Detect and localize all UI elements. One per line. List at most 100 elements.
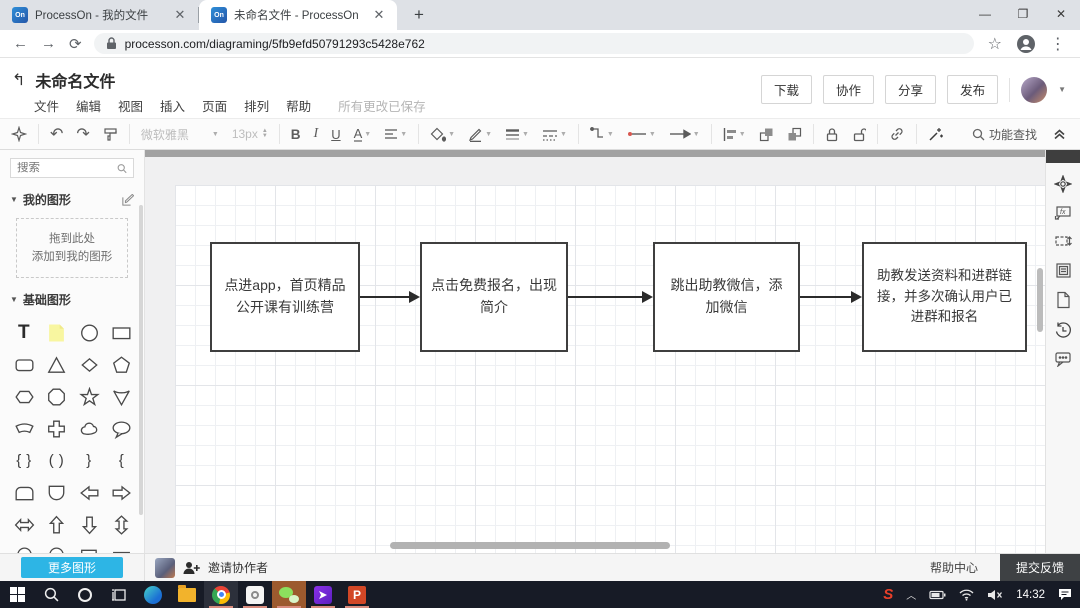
reload-icon[interactable]: ⟳: [69, 35, 82, 53]
shape-arrow-left[interactable]: [73, 477, 106, 508]
menu-view[interactable]: 视图: [118, 100, 144, 114]
connector-arrow-2[interactable]: [568, 291, 653, 303]
position-compass-icon[interactable]: [1054, 175, 1072, 193]
shape-cloud[interactable]: [73, 413, 106, 444]
close-button[interactable]: ✕: [1055, 7, 1067, 21]
publish-button[interactable]: 发布: [947, 75, 999, 104]
connector-arrow-1[interactable]: [360, 291, 420, 303]
sidebar-scrollbar[interactable]: [139, 205, 143, 515]
edge-button[interactable]: [136, 581, 170, 608]
tab-close-icon[interactable]: ✕: [174, 7, 186, 22]
task-view-button[interactable]: [102, 581, 136, 608]
shape-hexagon[interactable]: [8, 381, 41, 412]
menu-edit[interactable]: 编辑: [76, 100, 102, 114]
user-avatar[interactable]: [1021, 76, 1048, 103]
shape-diamond[interactable]: [73, 349, 106, 380]
shape-small-rectangle[interactable]: [106, 541, 139, 553]
tray-expand-icon[interactable]: ︿: [906, 591, 917, 602]
shape-arrow-up[interactable]: [41, 509, 74, 540]
style-board-icon[interactable]: fx: [1054, 205, 1072, 221]
format-panel-icon[interactable]: [1055, 262, 1072, 279]
shape-arrow-vertical[interactable]: [106, 509, 139, 540]
new-page-icon[interactable]: [1055, 291, 1071, 309]
grid-page[interactable]: [175, 185, 1045, 553]
taskbar-search-button[interactable]: [34, 581, 68, 608]
collapse-toolbar-icon[interactable]: [1053, 128, 1066, 140]
shape-pentagon[interactable]: [106, 349, 139, 380]
font-family-select[interactable]: 微软雅黑▼: [140, 127, 219, 142]
font-color-button[interactable]: A▼: [353, 125, 372, 142]
redo-icon[interactable]: ↷: [76, 126, 90, 143]
menu-insert[interactable]: 插入: [160, 100, 186, 114]
hyperlink-icon[interactable]: [889, 126, 905, 142]
function-search[interactable]: 功能查找: [972, 126, 1037, 143]
edit-icon[interactable]: [122, 193, 134, 206]
shape-octagon[interactable]: [41, 381, 74, 412]
document-title[interactable]: 未命名文件: [35, 74, 116, 91]
shape-corner-flag[interactable]: [73, 541, 106, 553]
menu-page[interactable]: 页面: [202, 100, 228, 114]
font-size-select[interactable]: 13px ▲▼: [231, 127, 268, 141]
horizontal-scrollbar[interactable]: [390, 542, 670, 549]
format-painter-icon[interactable]: [103, 127, 118, 142]
chrome-button[interactable]: [204, 581, 238, 608]
address-bar[interactable]: processon.com/diagraming/5fb9efd50791293…: [93, 33, 974, 54]
bold-button[interactable]: B: [290, 126, 301, 142]
bookmark-star-icon[interactable]: ☆: [987, 35, 1002, 53]
line-start-style-button[interactable]: ▼: [627, 130, 656, 138]
send-backward-button[interactable]: [787, 127, 802, 142]
bring-forward-button[interactable]: [759, 127, 774, 142]
line-width-button[interactable]: ▼: [506, 128, 529, 139]
shape-callout[interactable]: [106, 413, 139, 444]
menu-arrange[interactable]: 排列: [244, 100, 270, 114]
shape-arc-band[interactable]: [8, 413, 41, 444]
theme-style-icon[interactable]: [11, 126, 27, 142]
browser-menu-icon[interactable]: ⋮: [1049, 35, 1066, 53]
forward-icon[interactable]: →: [41, 35, 56, 52]
italic-button[interactable]: I: [313, 126, 319, 141]
tab-close-icon[interactable]: ✕: [373, 7, 385, 22]
section-basic-shapes[interactable]: ▼ 基础图形: [10, 293, 71, 307]
wechat-button[interactable]: [272, 581, 306, 608]
collapse-triangle-icon[interactable]: ▼: [10, 195, 18, 204]
text-align-button[interactable]: ▼: [385, 129, 408, 139]
flow-box-1[interactable]: 点进app，首页精品公开课有训练营: [210, 242, 360, 352]
diagram-canvas[interactable]: 点进app，首页精品公开课有训练营 点击免费报名，出现简介 跳出助教微信，添加微…: [145, 150, 1045, 553]
shape-brace-left[interactable]: {: [118, 452, 125, 469]
lock-icon[interactable]: [825, 127, 839, 142]
shape-u-shape[interactable]: [8, 541, 41, 553]
shape-search-input[interactable]: [17, 162, 117, 174]
align-shapes-button[interactable]: ▼: [723, 127, 746, 141]
more-shapes-button[interactable]: 更多图形: [21, 557, 123, 578]
download-button[interactable]: 下载: [761, 75, 813, 104]
restore-button[interactable]: ❐: [1017, 7, 1029, 21]
canvas-size-icon[interactable]: [1054, 233, 1072, 250]
fill-color-button[interactable]: ▼: [430, 127, 455, 142]
history-icon[interactable]: [1054, 321, 1072, 339]
flow-box-4[interactable]: 助教发送资料和进群链接，并多次确认用户已进群和报名: [862, 242, 1027, 352]
powerpoint-button[interactable]: P: [340, 581, 374, 608]
battery-icon[interactable]: [929, 590, 946, 600]
share-button[interactable]: 分享: [885, 75, 937, 104]
flow-box-2[interactable]: 点击免费报名，出现简介: [420, 242, 568, 352]
shape-rounded-top-rectangle[interactable]: [8, 477, 41, 508]
menu-file[interactable]: 文件: [34, 100, 60, 114]
shape-paren-pair[interactable]: ( ): [48, 452, 65, 469]
wifi-icon[interactable]: [959, 589, 974, 601]
beautify-wand-icon[interactable]: [928, 126, 944, 142]
new-tab-button[interactable]: +: [414, 5, 424, 24]
my-shapes-dropzone[interactable]: 拖到此处 添加到我的图形: [16, 218, 128, 278]
shape-text[interactable]: T: [17, 321, 31, 343]
profile-icon[interactable]: [1016, 34, 1036, 54]
menu-help[interactable]: 帮助: [286, 100, 312, 114]
undo-icon[interactable]: ↶: [50, 126, 64, 143]
vertical-scrollbar[interactable]: [1037, 268, 1043, 332]
purple-app-button[interactable]: [306, 581, 340, 608]
invite-collaborators[interactable]: 邀请协作者: [155, 557, 268, 578]
collaborate-button[interactable]: 协作: [823, 75, 875, 104]
right-panel-scroll-thumb[interactable]: [1046, 150, 1080, 163]
canvas-top-scrollbar[interactable]: [145, 150, 1045, 157]
shape-search[interactable]: [10, 158, 134, 178]
shape-star[interactable]: [73, 381, 106, 412]
help-center-link[interactable]: 帮助中心: [929, 561, 978, 575]
